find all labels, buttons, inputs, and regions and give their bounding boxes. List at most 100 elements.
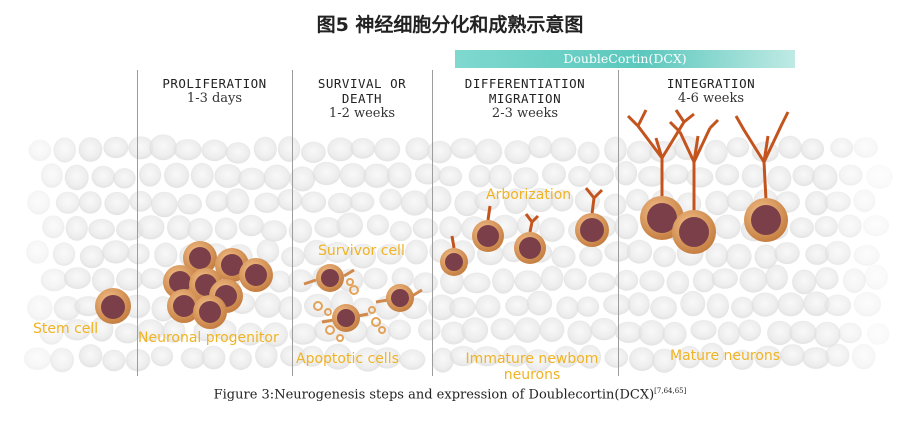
background-cell (526, 290, 553, 316)
background-cell (261, 220, 287, 242)
background-cell (824, 191, 851, 212)
background-cell (256, 239, 280, 263)
background-cell (503, 345, 528, 367)
background-cell (102, 240, 130, 264)
background-cell (778, 135, 802, 159)
background-cell (349, 243, 377, 269)
background-cell (717, 321, 740, 346)
stem-cell (95, 288, 131, 324)
background-cell (91, 267, 115, 293)
background-cell (40, 268, 68, 292)
background-cell (603, 294, 631, 315)
background-cell (800, 138, 825, 161)
stage-duration: 2-3 weeks (491, 106, 559, 121)
background-cell (27, 295, 53, 321)
background-cell (626, 140, 653, 164)
background-cell (363, 163, 391, 188)
background-cell (167, 215, 192, 240)
background-cell (104, 191, 130, 216)
background-cell (638, 166, 666, 187)
background-cell (386, 162, 412, 189)
background-cell (289, 166, 316, 192)
background-cell (50, 347, 74, 373)
background-cell (268, 270, 292, 293)
background-cell (699, 342, 725, 368)
background-cell (527, 187, 554, 212)
background-cell (842, 268, 866, 293)
background-cell (164, 162, 190, 188)
label-mature-neurons: Mature neurons (670, 348, 781, 364)
background-cell (629, 347, 655, 372)
background-cell (449, 345, 477, 367)
background-cell (588, 272, 616, 293)
background-cell (474, 190, 500, 212)
label-neuronal-progenitor: Neuronal progenitor (138, 330, 279, 346)
background-cell (449, 296, 476, 319)
background-cell (741, 164, 766, 188)
stage-duration: 1-3 days (186, 91, 243, 106)
background-cell (789, 320, 817, 344)
background-cell (627, 292, 650, 317)
background-cell (214, 217, 238, 241)
background-cell (853, 189, 876, 213)
stage-proliferation: PROLIFERATION 1-3 days (137, 76, 292, 107)
background-cell (503, 188, 528, 214)
immature-neurons (440, 187, 609, 276)
background-cell (304, 293, 332, 318)
background-cell (180, 347, 205, 369)
background-cell (590, 317, 618, 341)
background-cell (626, 239, 653, 264)
background-cell (262, 322, 289, 347)
label-apoptotic-cells: Apoptotic cells (296, 351, 399, 367)
label-immature-line1: Immature newbom (465, 351, 599, 367)
background-cell (116, 219, 144, 241)
background-cell (312, 161, 341, 186)
background-cell (504, 140, 531, 165)
stage-survival: SURVIVAL OR DEATH 1-2 weeks (292, 76, 432, 122)
background-cell (814, 216, 838, 237)
background-cell (604, 136, 627, 163)
background-cell (488, 164, 512, 190)
background-cell (63, 319, 91, 341)
background-cell (405, 137, 431, 161)
background-cell (554, 345, 579, 368)
background-cell (177, 193, 202, 215)
background-cell (300, 191, 327, 213)
background-cell (690, 320, 717, 340)
background-cell (413, 272, 438, 294)
mature-neurons (626, 109, 790, 254)
background-cell (328, 192, 353, 214)
background-cell (388, 319, 411, 340)
background-cell (792, 164, 816, 187)
background-cell (614, 161, 638, 186)
background-cell (128, 136, 154, 160)
background-cell (78, 344, 103, 368)
background-cell (567, 320, 593, 345)
background-cell (39, 319, 64, 345)
background-cell (805, 191, 829, 216)
background-cell (626, 188, 649, 211)
background-cell (225, 188, 250, 215)
background-cell (492, 268, 515, 294)
background-cell (450, 138, 477, 159)
background-cell (650, 296, 677, 320)
background-cell (379, 188, 403, 211)
background-cell (853, 137, 878, 158)
background-cell (726, 137, 750, 158)
background-cell (853, 291, 882, 317)
background-cell (652, 348, 677, 373)
background-cell (730, 349, 754, 370)
background-cell (412, 218, 439, 239)
background-cell (53, 137, 76, 163)
background-cell (556, 296, 579, 320)
background-cell (254, 292, 282, 318)
background-cell (704, 139, 728, 165)
background-cell (201, 345, 226, 370)
background-cell (201, 139, 228, 162)
background-cell (754, 244, 778, 269)
background-cell (540, 265, 564, 291)
background-cell (300, 345, 324, 367)
background-cell (65, 215, 88, 241)
background-cell (428, 294, 456, 321)
background-cell (114, 323, 141, 344)
